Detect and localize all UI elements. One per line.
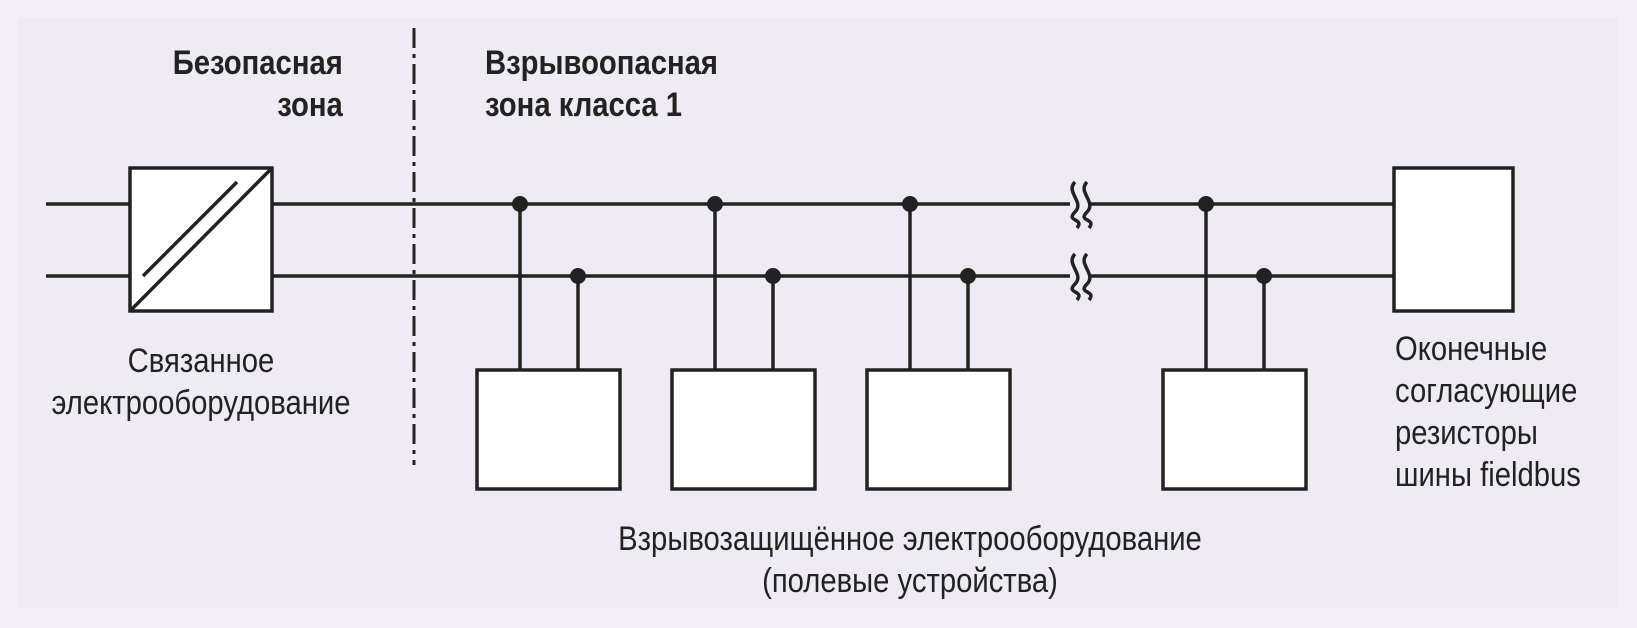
junction-dot [765,268,781,284]
junction-dot [960,268,976,284]
associated-apparatus-diag-2 [141,180,239,278]
junction-dot [902,196,918,212]
field-devices-line-2: (полевые устройства) [762,562,1058,600]
field-device-box-3 [865,368,1012,491]
junction-dot [570,268,586,284]
hazardous-zone-label: Взрывоопасная зона класса 1 [485,42,718,126]
terminator-line-4: шины fieldbus [1395,456,1581,494]
field-devices-line-1: Взрывозащищённое электрооборудование [618,520,1202,558]
safe-zone-label: Безопасная зона [173,42,343,126]
field-device-box-4 [1161,368,1308,491]
associated-line-2: электрооборудование [51,384,351,422]
break-mark-bottom-1 [1070,252,1081,302]
break-mark-top-2 [1082,180,1093,230]
terminator-label: Оконечные согласующие резисторы шины fie… [1395,328,1581,496]
junction-dot [512,196,528,212]
associated-line-1: Связанное [127,342,275,380]
hazardous-zone-line-1: Взрывоопасная [485,44,718,82]
junction-dot [1256,268,1272,284]
field-devices-label: Взрывозащищённое электрооборудование (по… [514,518,1305,602]
associated-apparatus-diag-1 [128,166,274,313]
hazardous-zone-line-2: зона класса 1 [485,86,683,124]
junction-dot [1198,196,1214,212]
terminator-box [1392,166,1515,313]
diagram-panel [18,18,1618,608]
junction-dot [707,196,723,212]
break-mark-top-1 [1070,180,1081,230]
break-mark-bottom-2 [1082,252,1093,302]
field-device-box-1 [475,368,622,491]
terminator-line-1: Оконечные [1395,330,1548,368]
terminator-line-3: резисторы [1395,414,1538,452]
field-device-box-2 [670,368,817,491]
terminator-line-2: согласующие [1395,372,1578,410]
safe-zone-line-2: зона [277,86,343,124]
safe-zone-line-1: Безопасная [172,44,343,82]
associated-apparatus-label: Связанное электрооборудование [30,340,372,424]
